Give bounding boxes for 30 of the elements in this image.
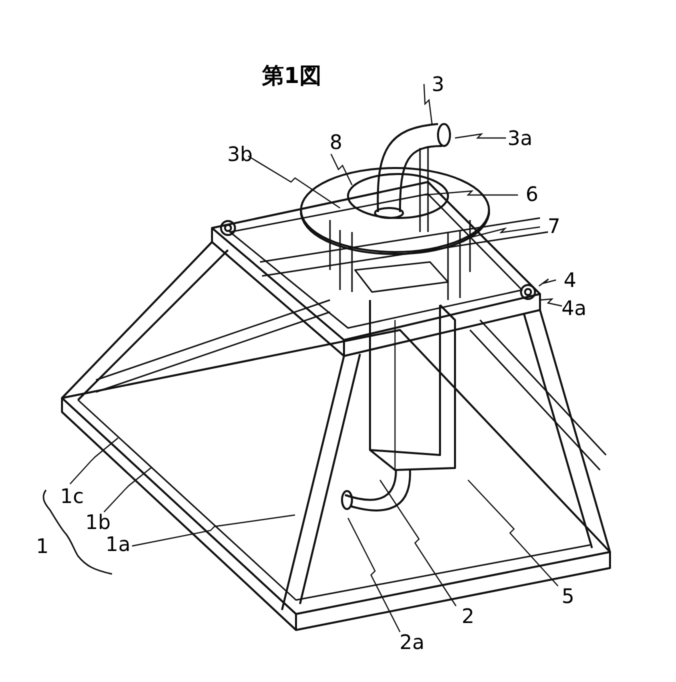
- callout-number: 2a: [398, 630, 426, 654]
- callout-number: 1c: [58, 484, 86, 508]
- callout-number: 2: [454, 604, 482, 628]
- figure-title: 第1図: [262, 63, 322, 91]
- leader-line: [248, 155, 340, 208]
- leader-line: [454, 133, 506, 139]
- leader-line: [423, 84, 433, 124]
- callout-number: 5: [554, 584, 582, 608]
- callout-number: 3b: [226, 142, 254, 166]
- callout-number: 7: [540, 214, 568, 238]
- leader-line: [132, 514, 296, 547]
- leader-line: [540, 298, 562, 307]
- leader-line: [468, 226, 540, 239]
- leader-line: [70, 438, 118, 484]
- callout-number: 1a: [104, 532, 132, 556]
- leader-line: [104, 466, 152, 512]
- callout-number: 3a: [506, 126, 534, 150]
- callout-number: 1: [36, 534, 49, 558]
- leader-line: [347, 518, 401, 632]
- callout-number: 8: [322, 130, 350, 154]
- leader-line: [424, 190, 518, 196]
- callout-number: 4a: [560, 296, 588, 320]
- leader-line: [538, 278, 556, 286]
- callout-number: 4: [556, 268, 584, 292]
- callout-number: 3: [424, 72, 452, 96]
- leader-line: [380, 480, 456, 606]
- callout-number: 1b: [84, 510, 112, 534]
- leader-line: [330, 154, 353, 186]
- leader-line: [468, 480, 558, 586]
- callout-number: 6: [518, 182, 546, 206]
